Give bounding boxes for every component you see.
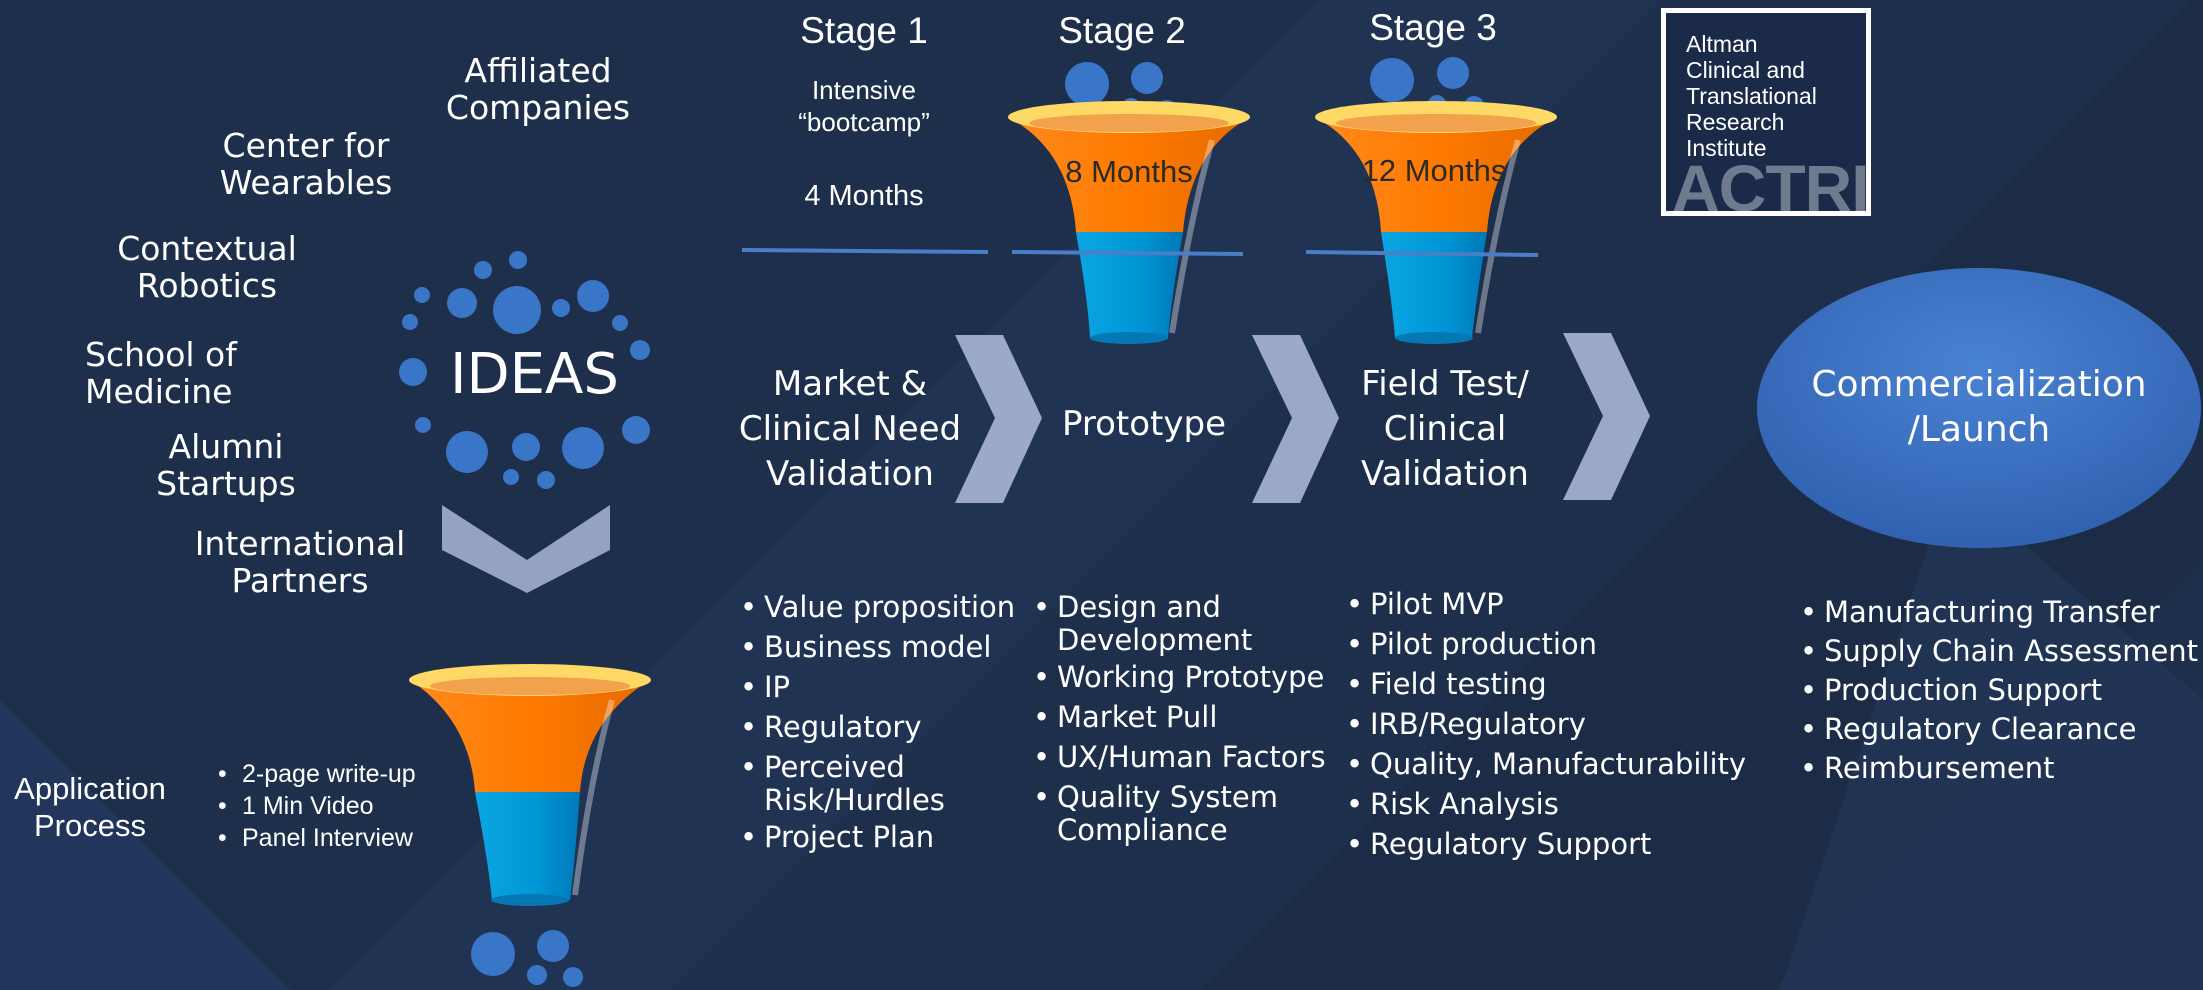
stage-1-duration: 4 Months — [804, 180, 924, 212]
bullet-item: UX/Human Factors — [1033, 737, 1326, 777]
bullet-item: Value proposition — [740, 587, 1015, 627]
bullet-item: Production Support — [1800, 671, 2198, 710]
bullet-item: Regulatory — [740, 707, 1015, 747]
bullet-item: Business model — [740, 627, 1015, 667]
bullet-item: Regulatory Support — [1346, 824, 1746, 864]
bullet-item: Risk Analysis — [1346, 784, 1746, 824]
prototype-bullets: Design andDevelopmentWorking PrototypeMa… — [1033, 587, 1326, 847]
stage-1-title: Stage 1 — [800, 10, 928, 51]
ideas-label: IDEAS — [450, 342, 619, 407]
chevron-right-icon — [1563, 333, 1650, 500]
bullet-item: IRB/Regulatory — [1346, 704, 1746, 744]
commercial-bullets: Manufacturing TransferSupply Chain Asses… — [1800, 593, 2198, 788]
phase-commercialization: Commercialization/Launch — [1811, 364, 2147, 450]
bullet-item: Project Plan — [740, 817, 1015, 857]
application-item: 2-page write-up — [218, 758, 416, 790]
application-item: Panel Interview — [218, 822, 416, 854]
bullet-item: Reimbursement — [1800, 749, 2198, 788]
stage-3-title: Stage 3 — [1369, 7, 1497, 48]
bullet-item: Supply Chain Assessment — [1800, 632, 2198, 671]
bullet-item: Pilot MVP — [1346, 584, 1746, 624]
stage-2-duration: 8 Months — [1065, 154, 1193, 189]
chevron-right-icon — [1252, 335, 1339, 503]
bullet-item: Market Pull — [1033, 697, 1326, 737]
bullet-item: Field testing — [1346, 664, 1746, 704]
bullet-item: Pilot production — [1346, 624, 1746, 664]
stage-3-duration: 12 Months — [1361, 153, 1507, 188]
phase-prototype: Prototype — [1061, 404, 1227, 444]
bullet-item: IP — [740, 667, 1015, 707]
bullet-item: Quality, Manufacturability — [1346, 744, 1746, 784]
bullet-item: Working Prototype — [1033, 657, 1326, 697]
chevron-right-icon — [955, 335, 1042, 503]
bullet-item: Manufacturing Transfer — [1800, 593, 2198, 632]
stage-3-funnel — [1315, 57, 1557, 344]
stage-2-funnel — [1008, 62, 1250, 344]
market-bullets: Value propositionBusiness modelIPRegulat… — [740, 587, 1015, 857]
field-bullets: Pilot MVPPilot productionField testingIR… — [1346, 584, 1746, 864]
application-item: 1 Min Video — [218, 790, 416, 822]
stage-2-title: Stage 2 — [1058, 10, 1186, 51]
logo-acronym: ACTRI — [1672, 151, 1869, 216]
bullet-item: Regulatory Clearance — [1800, 710, 2198, 749]
stage-1-subtitle: Intensive“bootcamp” — [798, 75, 930, 137]
application-items: 2-page write-up 1 Min Video Panel Interv… — [218, 758, 416, 854]
